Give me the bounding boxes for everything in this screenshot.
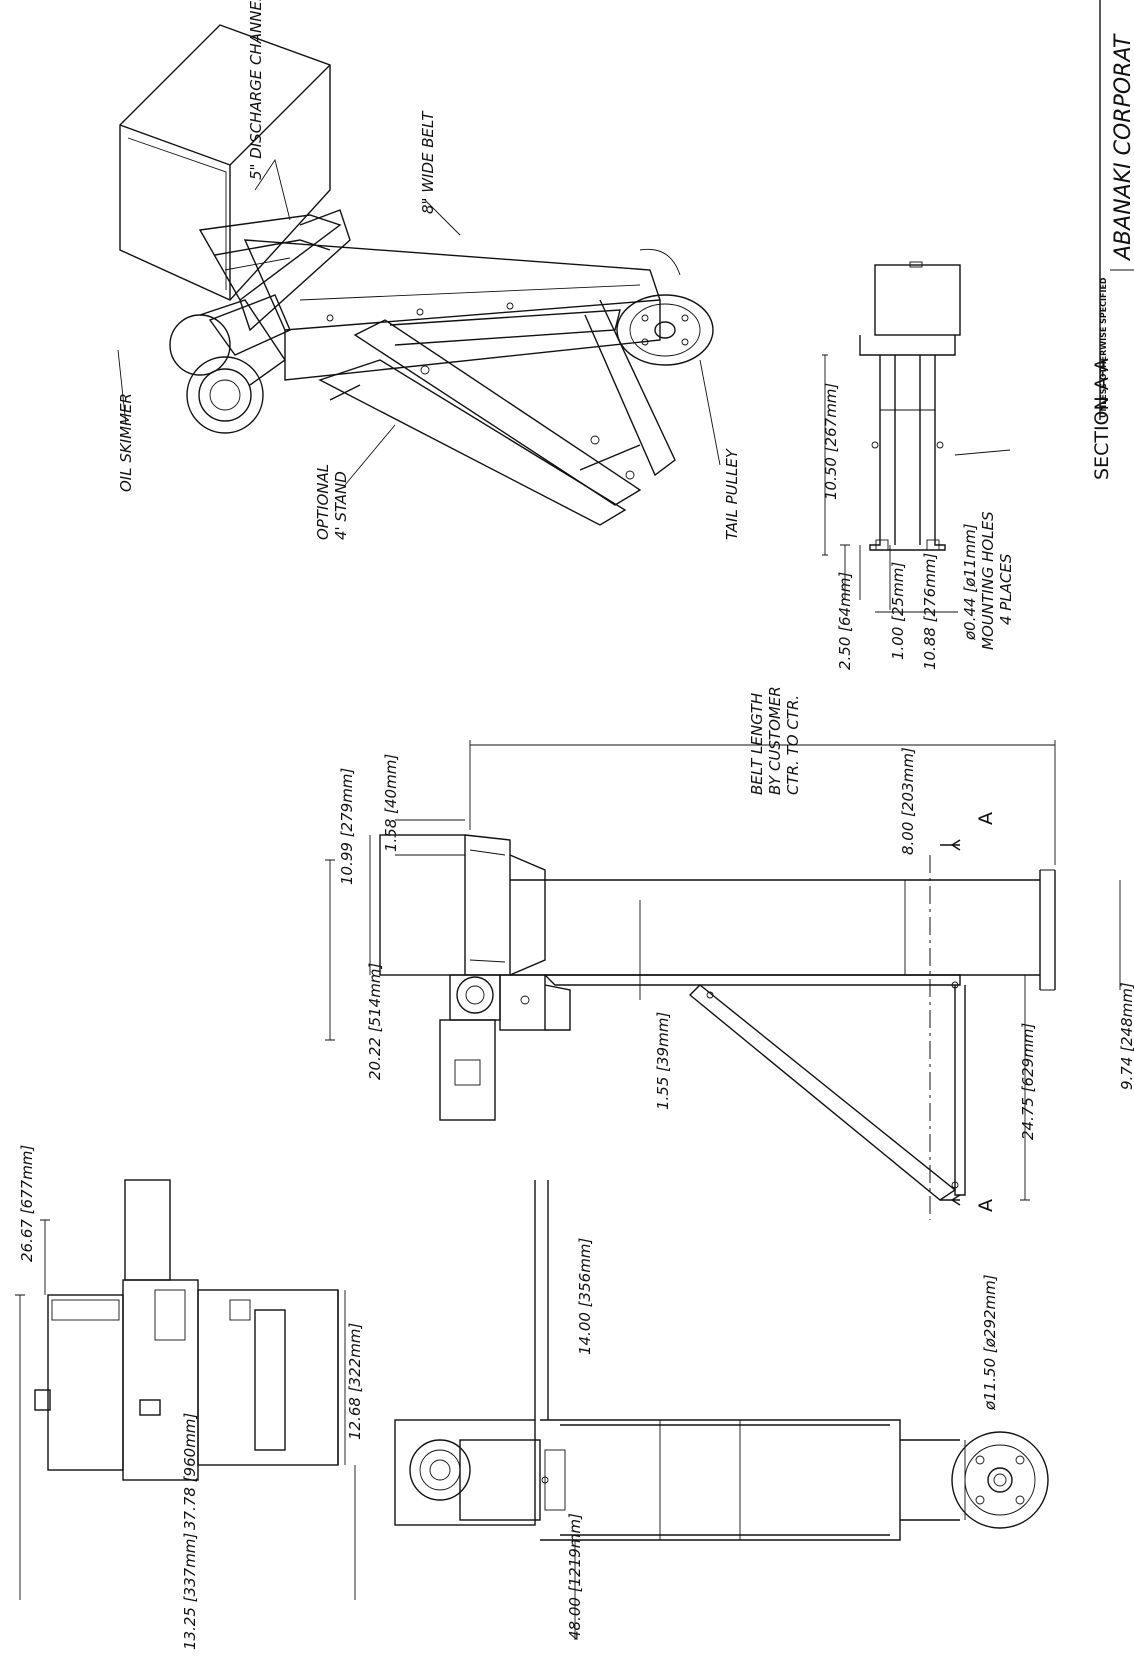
dim-section-offset: 2.50 [64mm]	[836, 572, 854, 670]
top-view: 26.67 [677mm] 37.78 [960mm] 12.68 [322mm…	[15, 1145, 1049, 1650]
dim-top-f: 48.00 [1219mm]	[566, 1513, 584, 1640]
dim-hole-line2: MOUNTING HOLES	[979, 511, 997, 650]
section-title: SECTION A-A	[1091, 358, 1113, 480]
dim-side-gap: 1.55 [39mm]	[654, 1012, 672, 1110]
belt-length-line3: CTR. TO CTR.	[784, 695, 802, 795]
dim-top-c: 12.68 [322mm]	[346, 1323, 364, 1440]
label-stand-line2: 4' STAND	[332, 471, 350, 540]
dim-section-foot: 1.00 [25mm]	[889, 562, 907, 660]
dim-side-top: 10.99 [279mm]	[338, 768, 356, 885]
dim-side-belt-width: 8.00 [203mm]	[899, 747, 917, 855]
section-marker-top: A	[975, 812, 997, 825]
dim-top-g: ø11.50 [ø292mm]	[981, 1274, 999, 1411]
section-marker-bottom: A	[975, 1199, 997, 1212]
dim-section-width: 10.50 [267mm]	[822, 383, 840, 500]
dim-top-b: 37.78 [960mm]	[181, 1413, 199, 1530]
label-discharge-channel: 5" DISCHARGE CHANNEL	[247, 0, 265, 180]
dim-top-d: 13.25 [337mm]	[181, 1533, 199, 1650]
label-wide-belt: 8" WIDE BELT	[419, 110, 437, 214]
label-stand-line1: OPTIONAL	[314, 464, 332, 540]
dim-top-a: 26.67 [677mm]	[18, 1145, 36, 1262]
isometric-view: 5" DISCHARGE CHANNEL 8" WIDE BELT OIL SK…	[117, 0, 741, 540]
dim-hole-line3: 4 PLACES	[997, 553, 1015, 625]
dim-side-tail: 9.74 [248mm]	[1118, 982, 1134, 1090]
title-note: UNLESS OTHERWISE SPECIFIED	[1099, 277, 1108, 418]
side-view: 10.99 [279mm] 1.58 [40mm] 20.22 [514mm] …	[325, 686, 1134, 1220]
dim-section-overall: 10.88 [276mm]	[921, 553, 939, 670]
dim-hole-line1: ø0.44 [ø11mm]	[961, 523, 979, 641]
label-tail-pulley: TAIL PULLEY	[723, 447, 741, 540]
section-a-view: 10.50 [267mm] 2.50 [64mm] 1.00 [25mm] 10…	[822, 261, 1113, 670]
dim-side-head-height: 20.22 [514mm]	[366, 963, 384, 1080]
dim-side-stand: 24.75 [629mm]	[1019, 1023, 1037, 1140]
belt-length-line1: BELT LENGTH	[748, 693, 766, 795]
title-block: UNLESS OTHERWISE SPECIFIED ABANAKI CORPO…	[1099, 0, 1134, 420]
dim-side-top-small: 1.58 [40mm]	[382, 754, 400, 852]
belt-length-line2: BY CUSTOMER	[766, 686, 784, 795]
dim-top-e: 14.00 [356mm]	[576, 1238, 594, 1355]
company-name: ABANAKI CORPORAT	[1111, 33, 1134, 262]
label-oil-skimmer: OIL SKIMMER	[117, 393, 135, 492]
